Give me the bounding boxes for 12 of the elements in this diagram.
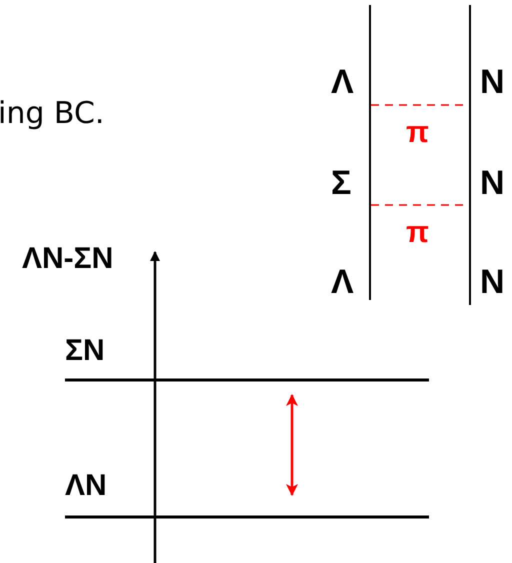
particle-label: Σ <box>331 166 352 200</box>
particle-label: N <box>480 166 505 200</box>
level-label: ΣN <box>65 336 105 366</box>
particle-label: N <box>480 65 505 99</box>
meson-label: π <box>406 118 429 148</box>
meson-label: π <box>406 218 429 248</box>
particle-label: Λ <box>331 265 354 299</box>
particle-label: Λ <box>331 65 354 99</box>
axis-label: ΛN-ΣN <box>22 244 114 274</box>
particle-label: N <box>480 265 505 299</box>
level-label: ΛN <box>65 471 107 501</box>
text-fragment: ing BC. <box>0 99 104 129</box>
